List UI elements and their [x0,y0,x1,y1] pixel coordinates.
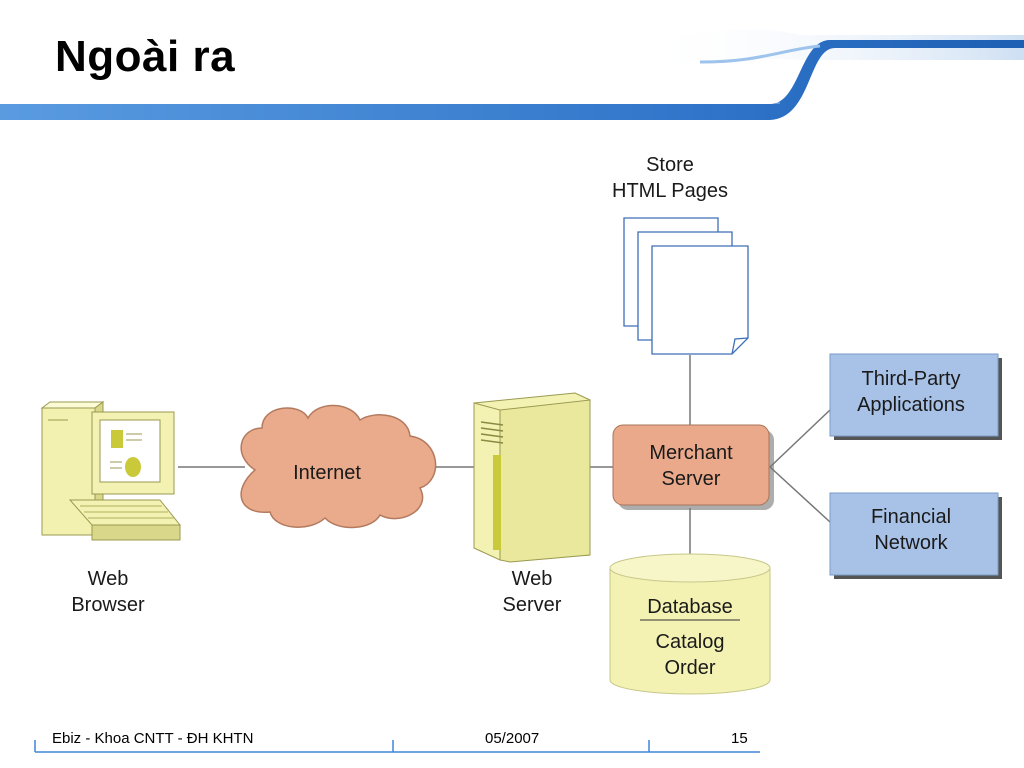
connector-lines [178,355,831,555]
database-cylinder [609,553,771,695]
server-tower-icon [473,392,591,563]
header-swoosh [0,29,1024,120]
database-title: Database [647,596,733,618]
third-party-box [829,353,1002,440]
slide-title: Ngoài ra [55,32,236,81]
web-browser-label: Web Browser [71,568,145,616]
footer-left: Ebiz - Khoa CNTT - ĐH KHTN [52,730,254,747]
web-server-label: Web Server [502,568,562,616]
merchant-server-box [612,424,774,510]
footer-page-number: 15 [731,730,748,747]
merchant-server-label: Merchant Server [649,442,733,490]
internet-label: Internet [293,462,361,484]
html-pages-icon [623,217,749,355]
financial-network-label: Financial Network [870,506,952,554]
store-pages-label: Store HTML Pages [612,154,728,202]
footer-date: 05/2007 [485,730,540,747]
database-items: Catalog Order [655,631,725,679]
third-party-label: Third-Party Applications [857,368,965,416]
computer-icon [40,401,182,541]
financial-network-box [829,492,1002,579]
internet-cloud [240,404,437,529]
